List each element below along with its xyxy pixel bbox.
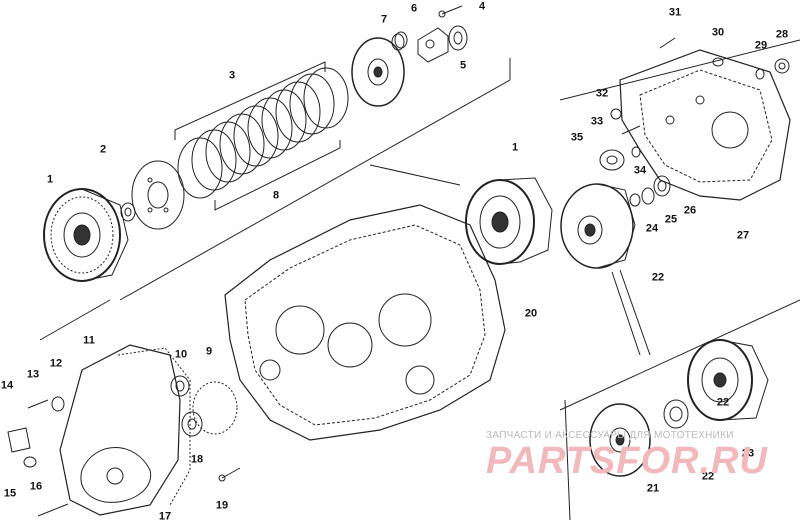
callout-9: 9 — [205, 345, 213, 358]
part-22-sheave — [560, 183, 636, 269]
panel-line-left — [39, 299, 111, 341]
watermark-subtitle: ЗАПЧАСТИ И АКСЕССУАРЫ ДЛЯ МОТОТЕХНИКИ — [486, 430, 734, 441]
part-14-boot — [7, 427, 31, 453]
callout-12: 12 — [49, 357, 63, 370]
panel-line-lower-right-vertical — [564, 399, 571, 521]
callout-20: 20 — [524, 307, 538, 320]
leader-22-group-b — [611, 271, 641, 356]
part-21-sheave — [589, 403, 651, 477]
callout-16: 16 — [29, 480, 43, 493]
panel-line-upper-left — [119, 79, 511, 301]
part-23-clutch-housing — [687, 339, 769, 421]
callout-35: 35 — [570, 131, 584, 144]
part-pressure-plate — [351, 37, 405, 107]
part-13-bolt — [27, 399, 49, 409]
callout-25: 25 — [664, 213, 678, 226]
callout-13: 13 — [26, 368, 40, 381]
part-17-gasket — [117, 347, 191, 506]
callout-30: 30 — [711, 26, 725, 39]
part-6-lifter — [417, 27, 449, 63]
callout-31: 31 — [668, 6, 682, 19]
callout-6: 6 — [410, 2, 418, 15]
callout-11: 11 — [83, 334, 95, 347]
watermark-brand: PARTSFOR.RU — [486, 440, 768, 482]
part-11-side-cover — [59, 344, 181, 516]
panel-line-lower-right — [559, 299, 800, 411]
part-15-clamp — [23, 456, 37, 468]
part-7-spring — [391, 31, 408, 51]
callout-1-center: 1 — [511, 141, 519, 154]
part-20-crankcase — [224, 204, 506, 441]
part-1-clutch-basket — [465, 177, 553, 265]
part-12-seal — [51, 396, 65, 412]
callout-10: 10 — [174, 348, 188, 361]
callout-22-upper: 22 — [651, 271, 665, 284]
callout-34: 34 — [633, 164, 647, 177]
leader-22-group — [619, 269, 651, 356]
part-4-bolt — [438, 5, 463, 18]
part-31-bolt — [659, 37, 676, 49]
part-27-cover — [619, 49, 791, 201]
callout-24: 24 — [645, 222, 659, 235]
callout-32: 32 — [595, 87, 609, 100]
callout-14: 14 — [0, 379, 14, 392]
part-28-cap — [774, 58, 790, 74]
part-29-nut — [755, 68, 765, 80]
part-22-bearing — [663, 399, 689, 429]
callout-5: 5 — [459, 59, 467, 72]
part-33-bolt — [621, 125, 641, 135]
callout-22-lower: 22 — [701, 470, 715, 483]
part-clutch-hub — [131, 160, 185, 230]
callout-8: 8 — [272, 189, 280, 202]
callout-4: 4 — [478, 0, 486, 13]
callout-7: 7 — [380, 13, 388, 26]
callout-2: 2 — [99, 143, 107, 156]
callout-28: 28 — [775, 28, 789, 41]
part-18-bearing — [181, 411, 203, 437]
part-3-8-clutch-plates — [174, 61, 349, 211]
part-16-bolt — [37, 503, 69, 517]
part-19-bolt — [218, 467, 241, 482]
callout-33: 33 — [590, 115, 604, 128]
callout-19: 19 — [215, 499, 229, 512]
callout-3: 3 — [228, 69, 236, 82]
callout-21: 21 — [646, 482, 660, 495]
part-1-clutch-gear — [43, 188, 129, 282]
callout-27: 27 — [736, 229, 750, 242]
callout-17: 17 — [158, 510, 172, 523]
callout-15: 15 — [3, 487, 17, 500]
callout-26: 26 — [683, 204, 697, 217]
callout-18: 18 — [190, 453, 204, 466]
callout-22-right: 22 — [716, 396, 730, 409]
part-34-plug — [631, 146, 641, 158]
part-24-26-seals — [629, 175, 671, 207]
part-9-gasket — [192, 381, 238, 435]
callout-23: 23 — [741, 447, 755, 460]
callout-29: 29 — [754, 39, 768, 52]
part-35-bearing — [599, 149, 625, 171]
panel-line-right — [559, 39, 800, 101]
part-30-washer — [712, 57, 724, 67]
leader-1-to-crankcase — [369, 164, 461, 186]
callout-1-left: 1 — [46, 173, 54, 186]
part-32-washer — [610, 108, 622, 120]
part-10-bearing — [170, 375, 190, 397]
part-5-bearing — [448, 25, 468, 51]
